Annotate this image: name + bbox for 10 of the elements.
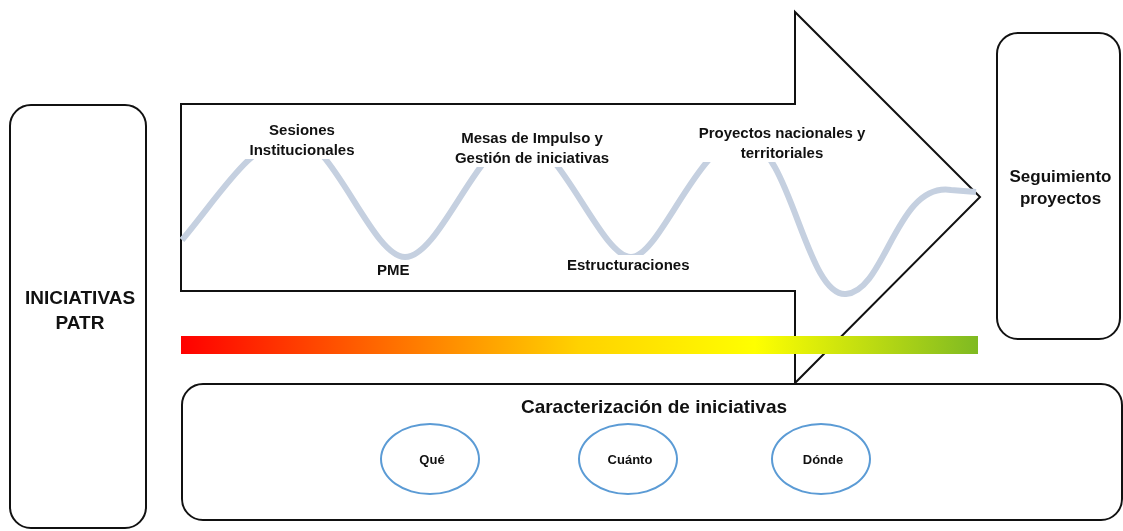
label-text: INICIATIVAS PATR: [23, 286, 137, 335]
label-text: Qué: [418, 452, 446, 469]
heading: Caracterización de iniciativas: [519, 395, 789, 419]
rounded-box: [181, 383, 1123, 521]
rounded-box: [996, 32, 1121, 340]
label-text: Seguimiento proyectos: [1008, 166, 1113, 211]
gradient-bar: [181, 336, 978, 354]
rounded-box: [9, 104, 147, 529]
label-text: Cuánto: [606, 452, 654, 469]
label-text: Dónde: [801, 452, 845, 469]
